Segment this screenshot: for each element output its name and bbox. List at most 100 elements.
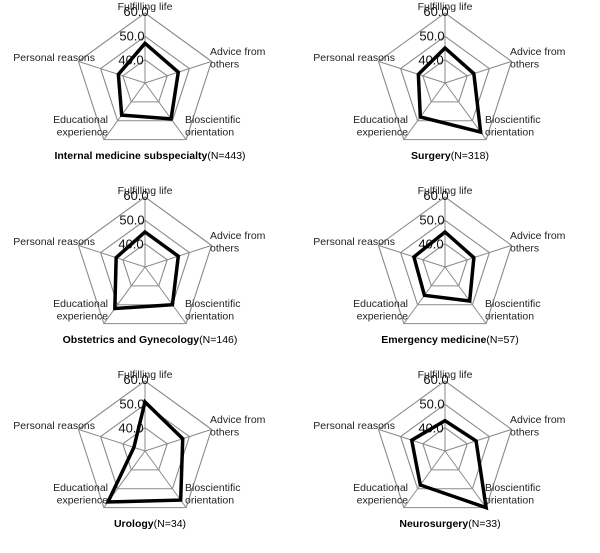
axis-label: Personal reasons bbox=[313, 236, 395, 248]
axis-spoke bbox=[144, 266, 187, 324]
axis-spoke bbox=[78, 60, 146, 84]
grid-ring bbox=[122, 58, 168, 103]
axis-spoke bbox=[403, 82, 446, 140]
axis-spoke bbox=[78, 244, 146, 268]
grid-ring bbox=[99, 403, 191, 490]
grid-ring bbox=[77, 12, 213, 141]
axis-label: Personal reasons bbox=[13, 52, 95, 64]
axis-label: Personal reasons bbox=[13, 236, 95, 248]
chart-title-bold: Internal medicine subspecialty bbox=[54, 150, 208, 162]
series-polygon bbox=[105, 398, 185, 504]
tick-label: 60.0 bbox=[123, 372, 148, 387]
chart-title: Surgery(N=318) bbox=[300, 150, 600, 162]
chart-title-bold: Surgery bbox=[411, 150, 451, 162]
axis-label: Fulfilling life bbox=[418, 185, 473, 197]
chart-title-count: (N=146) bbox=[199, 334, 238, 346]
grid-ring bbox=[99, 219, 191, 306]
axis-label: Personal reasons bbox=[313, 420, 395, 432]
axis-spoke bbox=[444, 450, 487, 508]
grid-ring bbox=[377, 196, 513, 325]
tick-label: 60.0 bbox=[123, 188, 148, 203]
axis-spoke bbox=[378, 244, 446, 268]
chart-title-bold: Neurosurgery bbox=[399, 518, 469, 530]
tick-label: 50.0 bbox=[119, 396, 144, 411]
chart-title-count: (N=57) bbox=[486, 334, 519, 346]
chart-title: Emergency medicine(N=57) bbox=[300, 334, 600, 346]
series-polygon bbox=[411, 229, 476, 303]
chart-title: Internal medicine subspecialty(N=443) bbox=[0, 150, 300, 162]
tick-label: 60.0 bbox=[423, 188, 448, 203]
axis-spoke bbox=[444, 60, 512, 84]
chart-title: Neurosurgery(N=33) bbox=[300, 518, 600, 530]
axis-spoke bbox=[403, 450, 446, 508]
axis-label: Fulfilling life bbox=[418, 369, 473, 381]
axis-label: Personal reasons bbox=[313, 52, 395, 64]
series-polygon bbox=[409, 418, 489, 511]
chart-title-count: (N=443) bbox=[207, 150, 246, 162]
chart-title-count: (N=34) bbox=[153, 518, 187, 530]
tick-label: 60.0 bbox=[123, 4, 148, 19]
axis-spoke bbox=[103, 82, 146, 140]
axis-spoke bbox=[144, 82, 187, 140]
axis-label: Personal reasons bbox=[13, 420, 95, 432]
axis-label: Fulfilling life bbox=[118, 1, 173, 13]
chart-title-count: (N=318) bbox=[450, 150, 489, 162]
axis-label: Fulfilling life bbox=[118, 185, 173, 197]
tick-label: 50.0 bbox=[419, 28, 444, 43]
grid-ring bbox=[122, 242, 168, 287]
grid-ring bbox=[422, 426, 468, 471]
chart-title: Urology(N=34) bbox=[0, 518, 300, 530]
chart-title: Obstetrics and Gynecology(N=146) bbox=[0, 334, 300, 346]
axis-spoke bbox=[103, 266, 146, 324]
tick-label: 60.0 bbox=[423, 4, 448, 19]
grid-ring bbox=[399, 35, 491, 122]
tick-label: 50.0 bbox=[119, 212, 144, 227]
grid-ring bbox=[422, 242, 468, 287]
grid-ring bbox=[77, 196, 213, 325]
grid-ring bbox=[122, 426, 168, 471]
series-polygon bbox=[416, 45, 483, 135]
axis-label: Fulfilling life bbox=[118, 369, 173, 381]
grid-ring bbox=[99, 35, 191, 122]
grid-ring bbox=[399, 403, 491, 490]
tick-label: 60.0 bbox=[423, 372, 448, 387]
tick-label: 50.0 bbox=[419, 212, 444, 227]
axis-spoke bbox=[444, 428, 512, 452]
grid-ring bbox=[377, 12, 513, 141]
axis-spoke bbox=[444, 244, 512, 268]
grid-ring bbox=[77, 380, 213, 509]
axis-spoke bbox=[378, 60, 446, 84]
tick-label: 50.0 bbox=[419, 396, 444, 411]
